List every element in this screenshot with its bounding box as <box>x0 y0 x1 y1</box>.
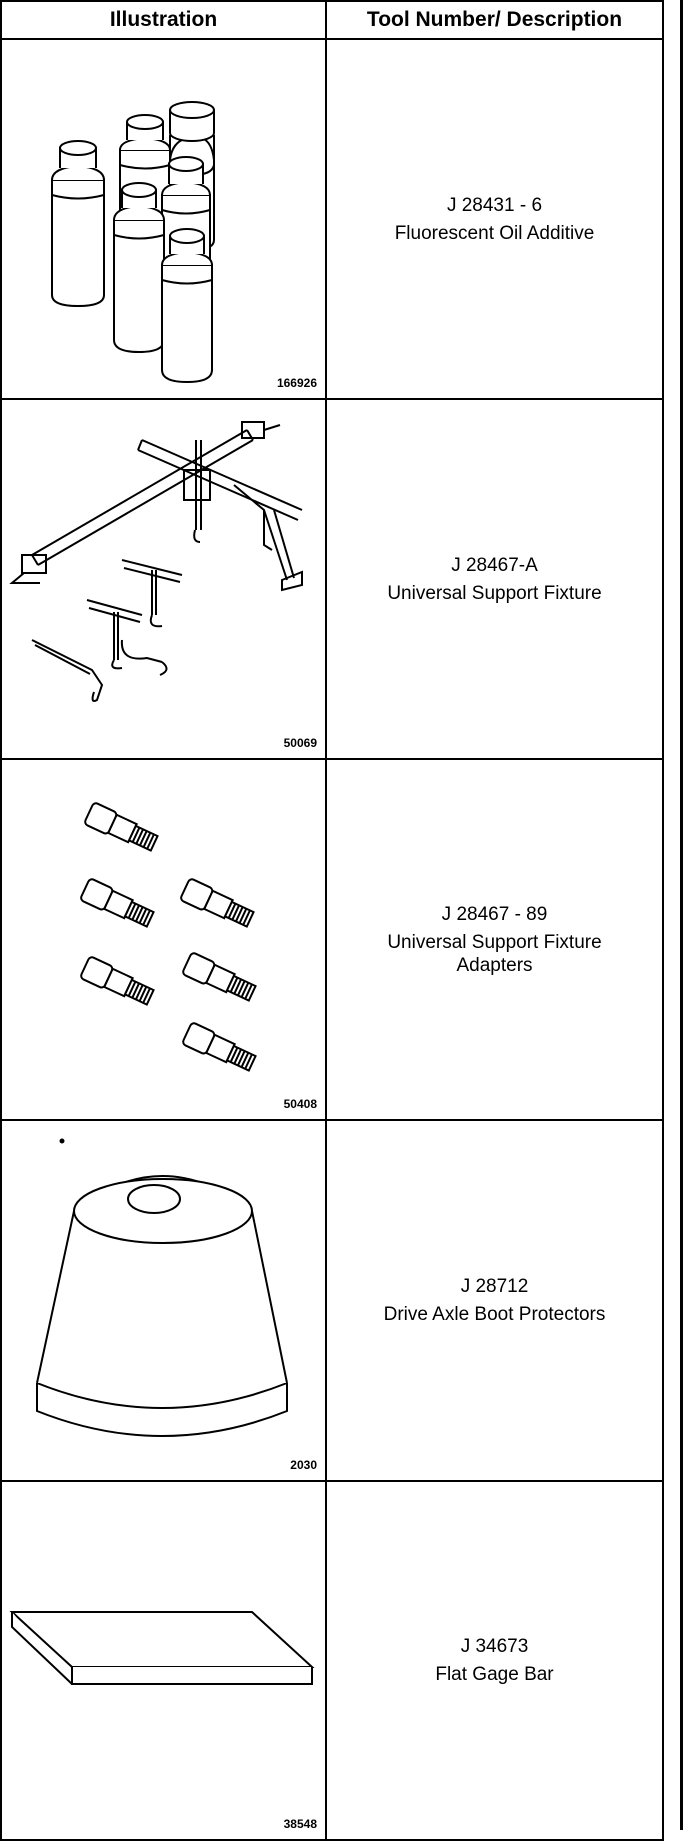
description-cell: J 28467-A Universal Support Fixture <box>325 398 664 760</box>
tool-description: Universal Support Fixture Adapters <box>387 931 602 976</box>
illustration-cell: 2030 <box>0 1119 327 1482</box>
support-fixture-illustration <box>9 421 303 702</box>
table-row: 166926 J 28431 - 6 Fluorescent Oil Addit… <box>0 38 664 400</box>
adapter <box>180 878 255 928</box>
oil-bottles-illustration <box>51 101 215 384</box>
tool-description: Fluorescent Oil Additive <box>394 222 595 244</box>
header-tool-number-description: Tool Number/ Description <box>325 0 664 40</box>
illustration-cell: 50408 <box>0 758 327 1121</box>
adapter <box>80 878 155 928</box>
tool-number: J 28467-A <box>451 554 538 576</box>
table-row: 50069 J 28467-A Universal Support Fixtur… <box>0 398 664 760</box>
tool-description: Flat Gage Bar <box>435 1664 554 1685</box>
adapter <box>80 956 155 1006</box>
table-row: 50408 J 28467 - 89 Universal Support Fix… <box>0 758 664 1121</box>
tool-description: Drive Axle Boot Protectors <box>383 1304 606 1325</box>
description-cell: J 34673 Flat Gage Bar <box>325 1480 664 1841</box>
fixture-adapters-illustration <box>80 802 257 1072</box>
description-cell: J 28467 - 89 Universal Support Fixture A… <box>325 758 664 1121</box>
adapter <box>182 1022 257 1072</box>
header-illustration: Illustration <box>0 0 327 40</box>
illustration-cell: 38548 <box>0 1480 327 1841</box>
boot-protector-illustration <box>36 1138 288 1437</box>
bottle <box>51 140 105 308</box>
illustration-cell: 50069 <box>0 398 327 760</box>
table-row: 2030 J 28712 Drive Axle Boot Protectors <box>0 1119 664 1482</box>
illustration-cell: 166926 <box>0 38 327 400</box>
figure-number: 38548 <box>283 1817 317 1831</box>
tool-number: J 28467 - 89 <box>441 903 548 925</box>
figure-number: 50069 <box>283 736 317 750</box>
tool-table: Illustration Tool Number/ Description <box>0 0 664 1841</box>
tool-number: J 28712 <box>460 1276 529 1297</box>
adapter <box>84 802 159 852</box>
tool-number: J 28431 - 6 <box>446 194 543 216</box>
tool-number: J 34673 <box>460 1636 529 1657</box>
tool-description: Universal Support Fixture <box>387 582 602 604</box>
bottle <box>161 228 213 384</box>
figure-number: 50408 <box>283 1097 317 1111</box>
gage-bar-illustration <box>9 1611 315 1685</box>
adapter <box>182 952 257 1002</box>
description-cell: J 28431 - 6 Fluorescent Oil Additive <box>325 38 664 400</box>
page-edge-line <box>680 0 683 1830</box>
table-row: 38548 J 34673 Flat Gage Bar <box>0 1480 664 1841</box>
figure-number: 2030 <box>290 1458 317 1472</box>
table-header-row: Illustration Tool Number/ Description <box>0 0 664 40</box>
figure-number: 166926 <box>276 376 317 390</box>
description-cell: J 28712 Drive Axle Boot Protectors <box>325 1119 664 1482</box>
